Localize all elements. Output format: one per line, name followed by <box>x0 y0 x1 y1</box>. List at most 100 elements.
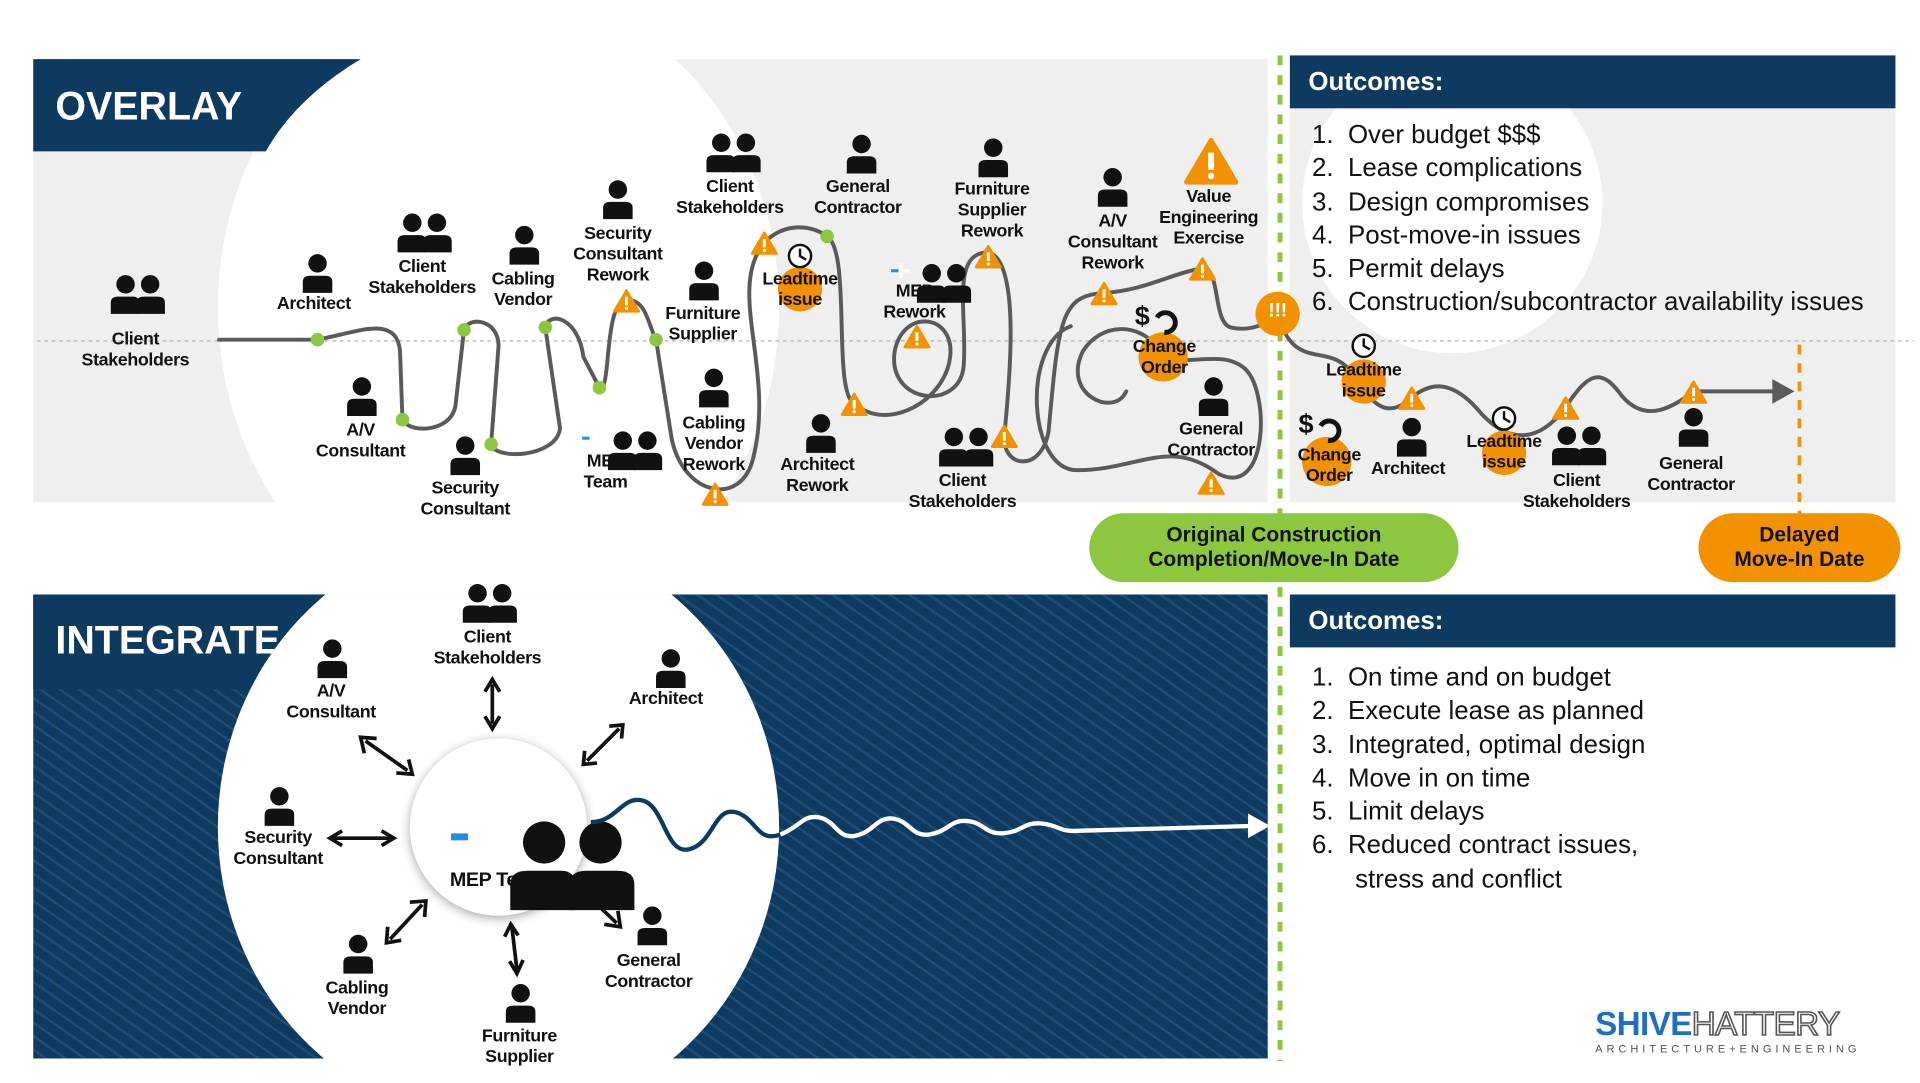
integrate-title: INTEGRATE <box>55 617 281 663</box>
logo-tagline: ARCHITECTURE+ENGINEERING <box>1595 1042 1861 1055</box>
overlay-node-label: Change Order <box>1297 445 1362 487</box>
overlay-node-label: Change Order <box>1132 337 1197 378</box>
integrate-node-label: Furniture Supplier <box>481 1026 557 1068</box>
checkpoint-dot <box>310 332 325 347</box>
checkpoint-dot <box>395 412 410 427</box>
change-arrow-icon <box>1154 310 1178 335</box>
double-arrow-icon <box>502 920 525 978</box>
critical-alert-symbol: !!! <box>1268 300 1287 322</box>
flow-wave-end <box>779 814 1256 839</box>
outcome-item: 2. Lease complications <box>1312 154 1583 183</box>
outcome-item: 1. On time and on budget <box>1312 663 1611 692</box>
change-order-marker <box>1302 436 1352 487</box>
double-arrow-icon <box>581 722 625 767</box>
outcome-item: 2. Execute lease as planned <box>1312 696 1644 726</box>
outcome-item: 4. Move in on time <box>1312 764 1531 793</box>
checkpoint-dot <box>538 320 553 335</box>
integrate-node-label: A/V Consultant <box>286 681 376 723</box>
issue-markers <box>777 267 1527 487</box>
integrate-node-label: Security Consultant <box>233 828 323 869</box>
checkpoint-dots <box>310 229 834 452</box>
overlay-node-label: Client Stakeholders <box>1522 471 1631 513</box>
outcome-item: 5. Limit delays <box>1312 797 1485 827</box>
clock-icon <box>1491 406 1517 431</box>
integrate-outcomes-list: 1. On time and on budget 2. Execute leas… <box>1312 661 1645 896</box>
overlay-node-label: Cabling Vendor Rework <box>682 413 746 476</box>
path-end-arrow-icon <box>1772 379 1795 404</box>
overlay-node-label: Furniture Supplier <box>665 304 741 345</box>
integrate-outcomes-header: Outcomes: <box>1289 594 1896 648</box>
change-order-marker <box>1138 332 1188 382</box>
dollar-icons: $ $ <box>1135 300 1342 444</box>
overlay-node-label: Value Engineering Exercise <box>1159 187 1259 249</box>
outcome-item: 5. Permit delays <box>1312 255 1505 284</box>
overlay-outcomes-header: Outcomes: <box>1289 55 1896 109</box>
overlay-node-label: General Contractor <box>1647 454 1735 495</box>
overlay-node-label: Architect Rework <box>780 455 855 497</box>
integrate-node-label: Client Stakeholders <box>433 627 542 669</box>
flow-wave-start <box>590 797 782 852</box>
collaboration-arrows <box>326 675 625 978</box>
double-arrow-icon <box>358 735 415 777</box>
double-arrow-icon <box>583 891 623 929</box>
overlay-node-label: Architect <box>276 294 351 314</box>
double-arrow-icon <box>384 898 428 946</box>
outcome-item: 1. Over budget $$$ <box>1312 120 1541 149</box>
logo-part1: SHIVE <box>1595 1005 1692 1043</box>
overlay-node-label: Furniture Supplier Rework <box>954 179 1030 242</box>
overlay-node-label: Security Consultant <box>420 478 510 520</box>
checkpoint-dot <box>820 229 834 244</box>
overlay-node-label: Client Stakeholders <box>908 471 1017 513</box>
original-move-in-date-milestone: Original Construction Completion/Move-In… <box>1089 513 1459 583</box>
outcome-item: 4. Post-move-in issues <box>1312 221 1581 250</box>
overlay-node-label: Leadtime issue <box>762 269 838 311</box>
checkpoint-dot <box>649 332 663 347</box>
outcome-item: 6. Construction/subcontractor availabili… <box>1312 288 1864 317</box>
leadtime-issue-marker <box>777 267 823 312</box>
double-arrow-icon <box>326 829 398 848</box>
double-arrow-icon <box>483 675 502 733</box>
dollar-icon: $ <box>1135 300 1150 331</box>
overlay-node-label: General Contractor <box>1167 419 1255 461</box>
outcome-item: stress and conflict <box>1312 864 1563 894</box>
checkpoint-dot <box>592 380 607 395</box>
leadtime-issue-marker <box>1341 359 1386 404</box>
integrate-node-label: Architect <box>628 689 703 709</box>
change-arrow-icon <box>1318 418 1342 444</box>
overlay-node-label: A/V Consultant <box>315 420 406 462</box>
outcome-item: 3. Integrated, optimal design <box>1312 730 1646 759</box>
delayed-move-in-date-milestone: Delayed Move-In Date <box>1698 513 1901 583</box>
shive-hattery-logo: SHIVEHATTERY ARCHITECTURE+ENGINEERING <box>1595 1005 1861 1055</box>
overlay-node-label: Client Stakeholders <box>81 329 190 371</box>
checkpoint-dot <box>457 323 471 337</box>
overlay-node-label: Client Stakeholders <box>676 177 784 218</box>
integrate-node-label: Cabling Vendor <box>325 978 389 1020</box>
overlay-node-label: Leadtime issue <box>1466 432 1542 473</box>
overlay-header-bg <box>33 59 361 152</box>
overlay-node-label: Security Consultant Rework <box>573 224 663 286</box>
clock-icon <box>1351 333 1377 359</box>
outcome-item: 6. Reduced contract issues, <box>1312 831 1639 860</box>
overlay-node-label: Cabling Vendor <box>491 269 555 311</box>
overlay-node-label: A/V Consultant Rework <box>1067 211 1158 274</box>
clock-icons <box>787 243 1517 431</box>
overlay-node-label: Architect <box>1371 459 1446 479</box>
overlay-node-label: MEP Team <box>583 451 628 493</box>
overlay-node-label: MEP Rework <box>883 281 946 323</box>
clock-icon <box>787 243 813 269</box>
leadtime-issue-marker <box>1481 430 1527 476</box>
dollar-icon: $ <box>1298 408 1313 439</box>
logo-part2: HATTERY <box>1691 1005 1841 1043</box>
outcome-item: 3. Design compromises <box>1312 187 1590 217</box>
integrate-node-label: General Contractor <box>604 951 693 993</box>
overlay-node-label: Leadtime issue <box>1326 360 1402 402</box>
critical-alert-marker <box>1255 291 1300 337</box>
flow-arrow-icon <box>1248 813 1271 839</box>
overlay-outcomes-list: 1. Over budget $$$ 2. Lease complication… <box>1312 118 1864 320</box>
checkpoint-dot <box>484 437 498 452</box>
mep-team-label: MEP Team <box>449 870 545 892</box>
overlay-title: OVERLAY <box>55 83 243 129</box>
overlay-node-label: General Contractor <box>814 177 902 218</box>
